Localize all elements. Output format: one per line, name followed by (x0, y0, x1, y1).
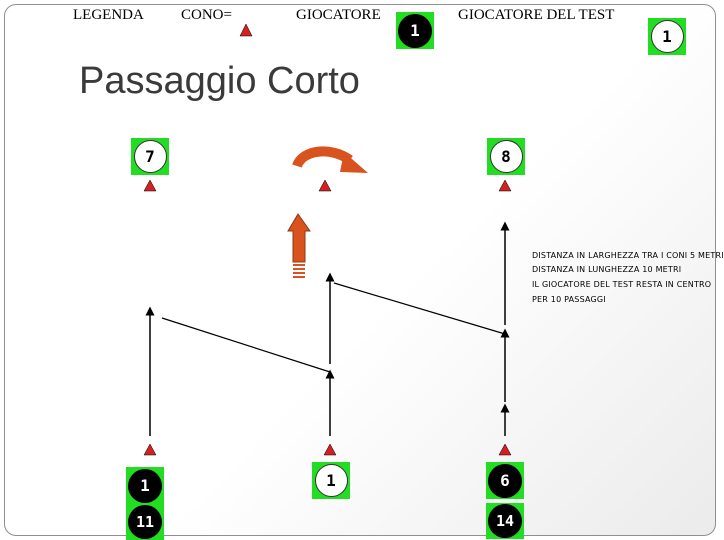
cone-icon (498, 443, 512, 456)
legend-cone-icon (239, 23, 253, 37)
player-7-number: 7 (133, 140, 167, 173)
page-title: Passaggio Corto (79, 60, 360, 102)
cone-icon (143, 443, 157, 456)
rotate-arrow-icon (292, 146, 368, 173)
player-1-left-number: 1 (128, 468, 162, 503)
up-arrow-icon (287, 213, 311, 278)
player-8-token: 8 (487, 138, 525, 175)
player-14-token: 14 (486, 503, 524, 539)
pass-line (161, 317, 331, 373)
legend-test-player-token: 1 (648, 18, 686, 55)
cone-icon (318, 179, 332, 192)
note-length-distance: DISTANZA IN LUNGHEZZA 10 METRI (532, 265, 682, 274)
note-width-distance: DISTANZA IN LARGHEZZA TRA I CONI 5 METRI (532, 251, 724, 260)
cone-icon (323, 443, 337, 456)
player-7-token: 7 (131, 138, 169, 175)
pass-line (333, 282, 506, 335)
test-player-1-token: 1 (312, 462, 350, 499)
legend-player-token: 1 (396, 12, 434, 49)
player-6-number: 6 (488, 463, 522, 498)
player-11-number: 11 (128, 505, 162, 539)
legend-player-number: 1 (398, 13, 432, 48)
player-legend-label: GIOCATORE (296, 7, 381, 23)
legend-label: LEGENDA (73, 7, 144, 23)
player-11-token: 11 (126, 504, 164, 540)
cone-legend-label: CONO= (181, 7, 232, 23)
note-test-player-center: IL GIOCATORE DEL TEST RESTA IN CENTRO (532, 280, 712, 289)
test-player-legend-label: GIOCATORE DEL TEST (458, 7, 615, 23)
slide-frame (4, 4, 716, 536)
legend-test-player-number: 1 (650, 20, 684, 53)
note-pass-count: PER 10 PASSAGGI (532, 295, 606, 304)
player-1-left-token: 1 (126, 467, 164, 504)
test-player-1-number: 1 (314, 464, 348, 497)
cone-icon (143, 179, 157, 192)
player-14-number: 14 (488, 504, 522, 538)
player-6-token: 6 (486, 462, 524, 499)
player-8-number: 8 (489, 140, 523, 173)
cone-icon (498, 179, 512, 192)
